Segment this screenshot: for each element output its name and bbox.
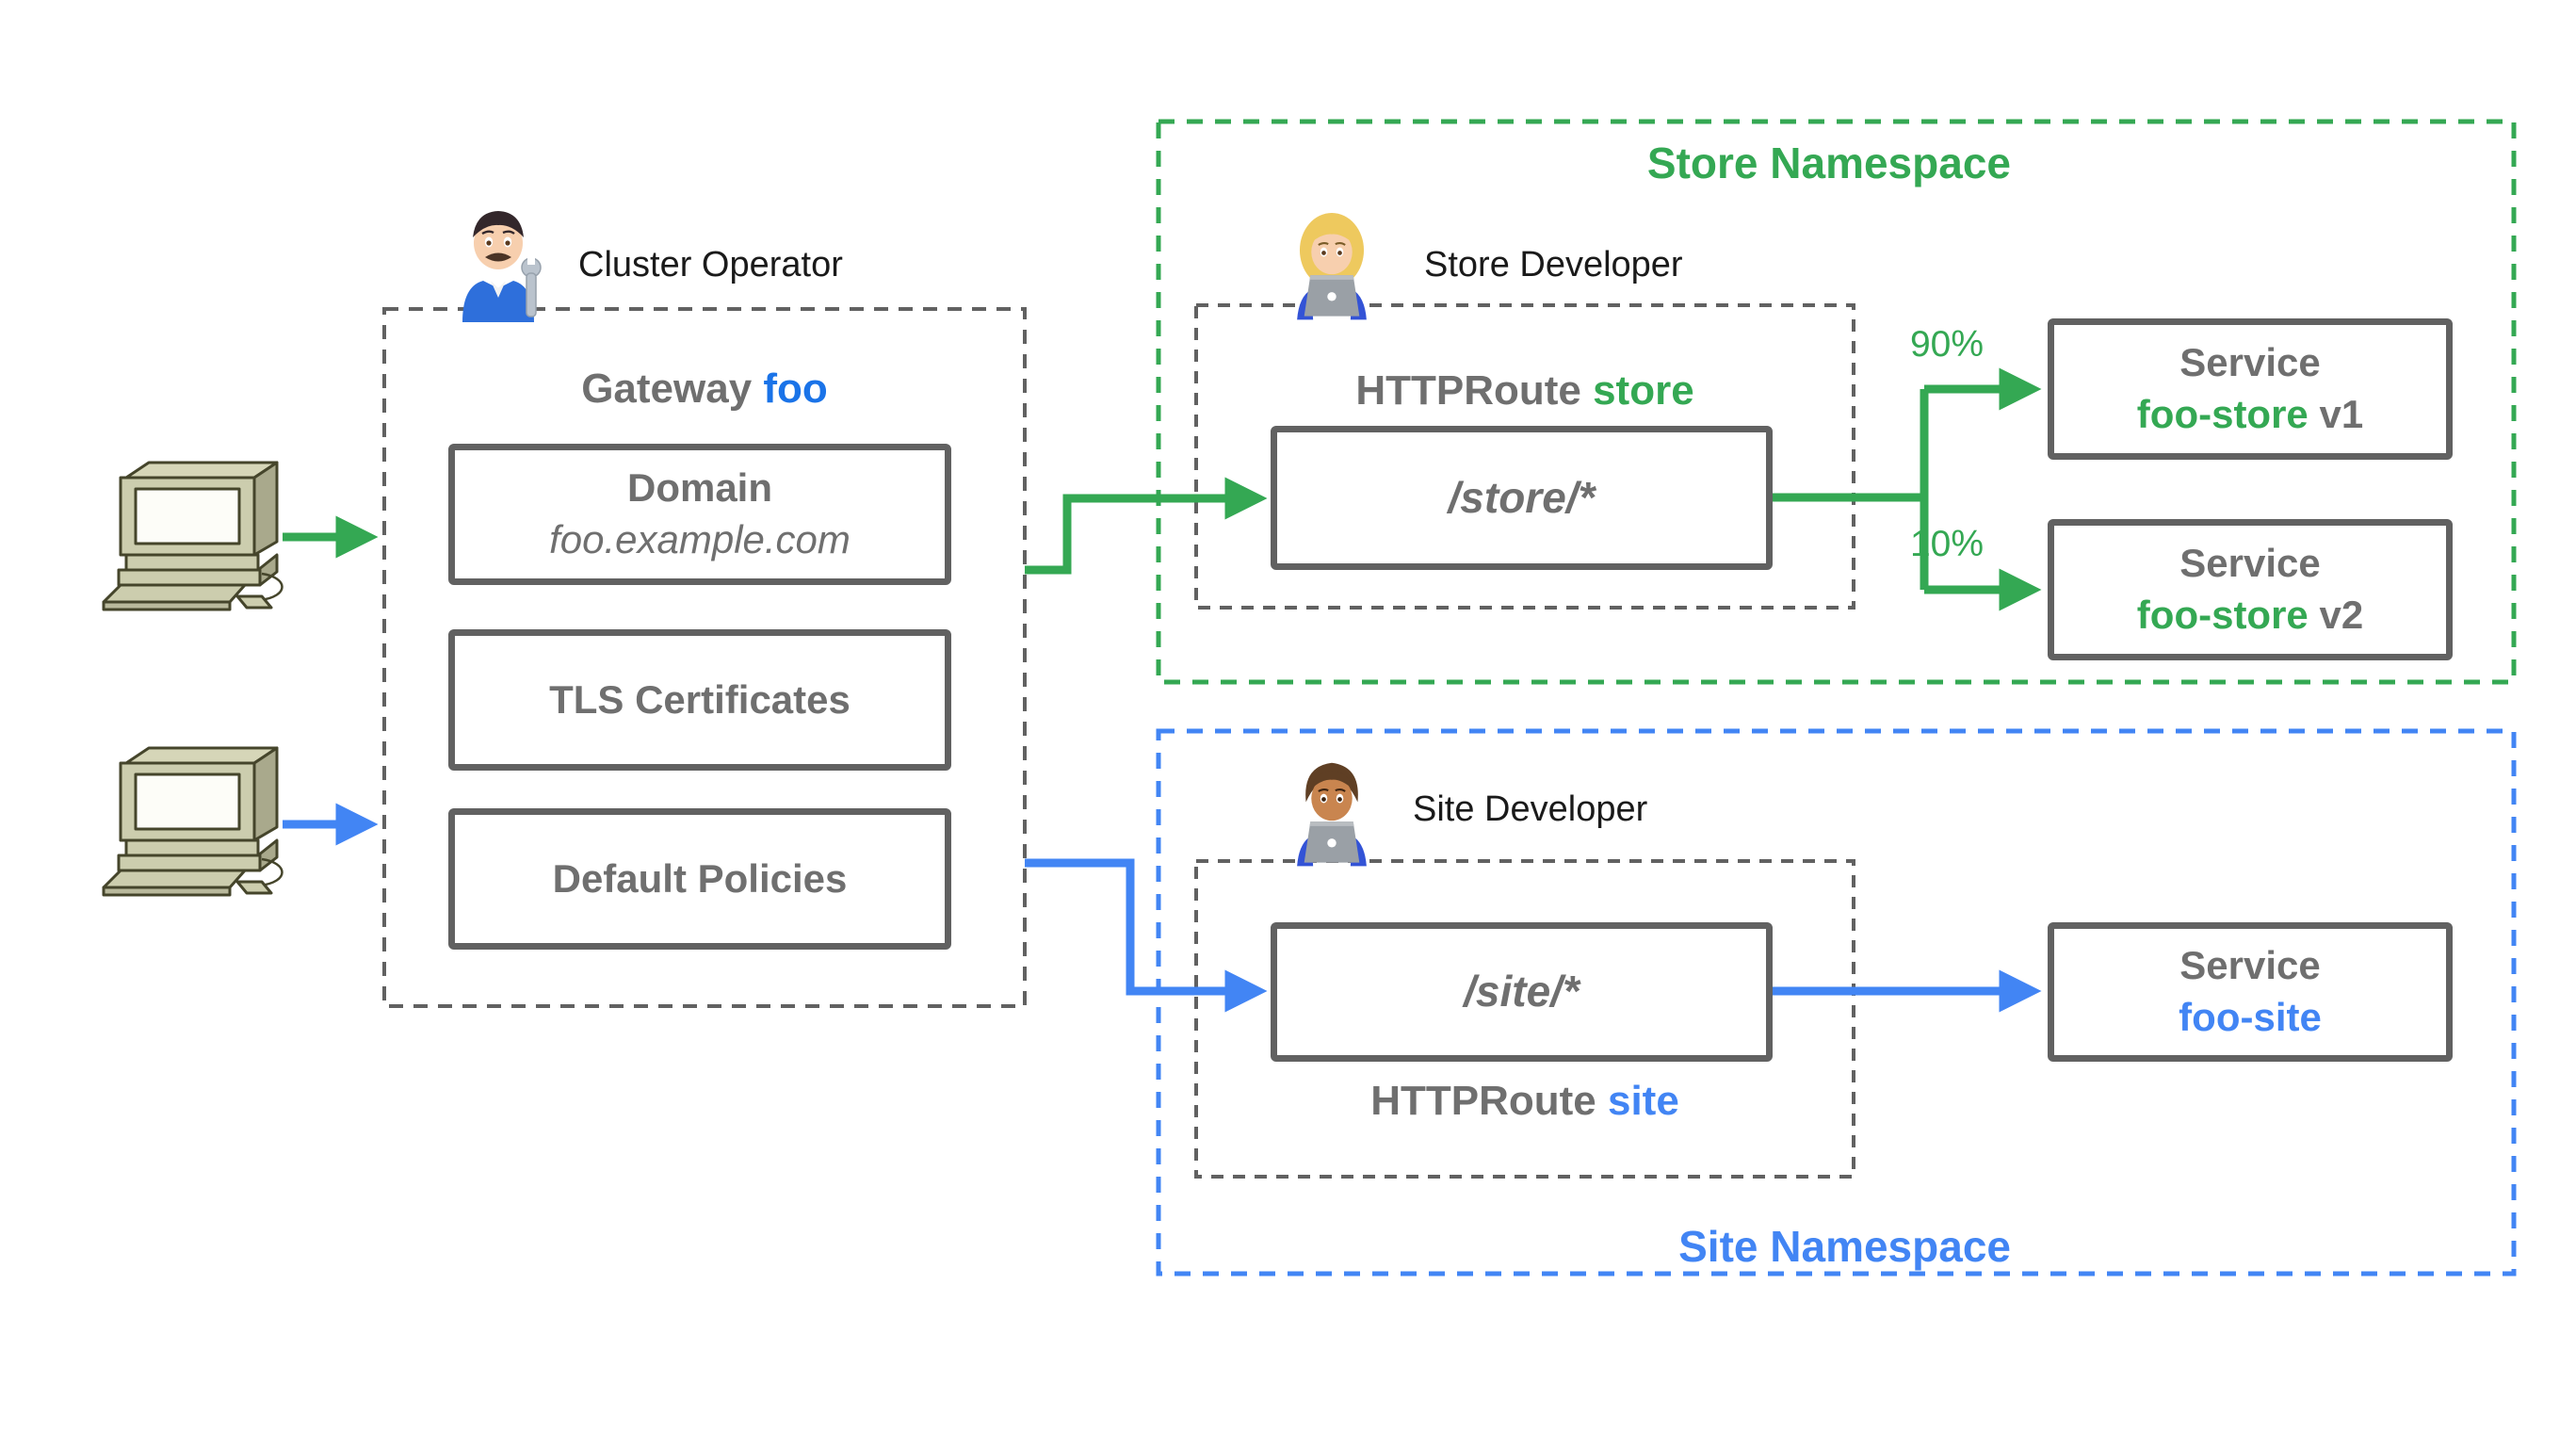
httproute-store-name: store (1593, 367, 1694, 414)
site-path-value: /site/* (1464, 967, 1580, 1016)
httproute-site-dashed-border (1194, 859, 1855, 1179)
service-name: foo-store (2136, 593, 2309, 637)
tls-certificates-label: TLS Certificates (549, 676, 851, 722)
site-namespace-title: Site Namespace (1678, 1222, 2011, 1271)
site-path-box: /site/* (1271, 922, 1773, 1062)
man-mechanic-emoji (462, 211, 542, 322)
domain-box-value: foo.example.com (549, 517, 851, 561)
desktop-computer-icon (102, 461, 284, 611)
desktop-computer-icon (102, 746, 284, 897)
weight-10-label: 10% (1909, 524, 1985, 564)
store-developer-label: Store Developer (1424, 245, 1683, 285)
namespace-borders (382, 119, 2517, 1277)
site-namespace-border (1156, 728, 2517, 1277)
service-version: v2 (2308, 593, 2364, 637)
gateway-to-site-route-arrow (1025, 858, 1268, 1013)
gateway-dashed-border (382, 307, 1027, 1008)
store-namespace-title: Store Namespace (1646, 138, 2011, 187)
service-kind: Service (2179, 943, 2321, 988)
service-kind: Service (2179, 541, 2321, 586)
service-version: v1 (2308, 392, 2364, 436)
service-foo-store-v1-box: Service foo-store v1 (2048, 318, 2453, 460)
httproute-site-name: site (1607, 1078, 1679, 1124)
domain-box-title: Domain (626, 465, 772, 511)
woman-technologist-emoji (1297, 212, 1367, 320)
store-path-value: /store/* (1448, 472, 1596, 522)
cluster-operator-label: Cluster Operator (578, 245, 843, 285)
httproute-site-title: HTTPRoute site (1196, 1078, 1854, 1125)
weight-90-label: 90% (1909, 324, 1985, 365)
site-traffic-arrows (283, 803, 2042, 1013)
service-foo-site-box: Service foo-site (2048, 922, 2453, 1062)
gateway-to-store-route-arrow (1025, 477, 1268, 575)
gateway-title: Gateway foo (384, 366, 1025, 413)
gateway-title-name: foo (763, 366, 828, 412)
tls-certificates-box: TLS Certificates (448, 629, 951, 771)
httproute-site-prefix: HTTPRoute (1370, 1078, 1608, 1124)
man-technologist-emoji (1297, 762, 1367, 867)
site-developer-label: Site Developer (1413, 789, 1648, 829)
store-traffic-arrows (283, 367, 2042, 611)
httproute-store-prefix: HTTPRoute (1355, 367, 1594, 414)
default-policies-label: Default Policies (552, 855, 848, 901)
httproute-store-dashed-border (1194, 303, 1855, 610)
service-name: foo-site (2179, 995, 2322, 1039)
service-name: foo-store (2136, 392, 2309, 436)
domain-box: Domain foo.example.com (448, 444, 951, 585)
service-kind: Service (2179, 340, 2321, 385)
gateway-title-prefix: Gateway (581, 366, 764, 412)
service-foo-store-v2-box: Service foo-store v2 (2048, 519, 2453, 660)
store-path-box: /store/* (1271, 426, 1773, 570)
default-policies-box: Default Policies (448, 808, 951, 950)
httproute-store-title: HTTPRoute store (1196, 367, 1854, 415)
